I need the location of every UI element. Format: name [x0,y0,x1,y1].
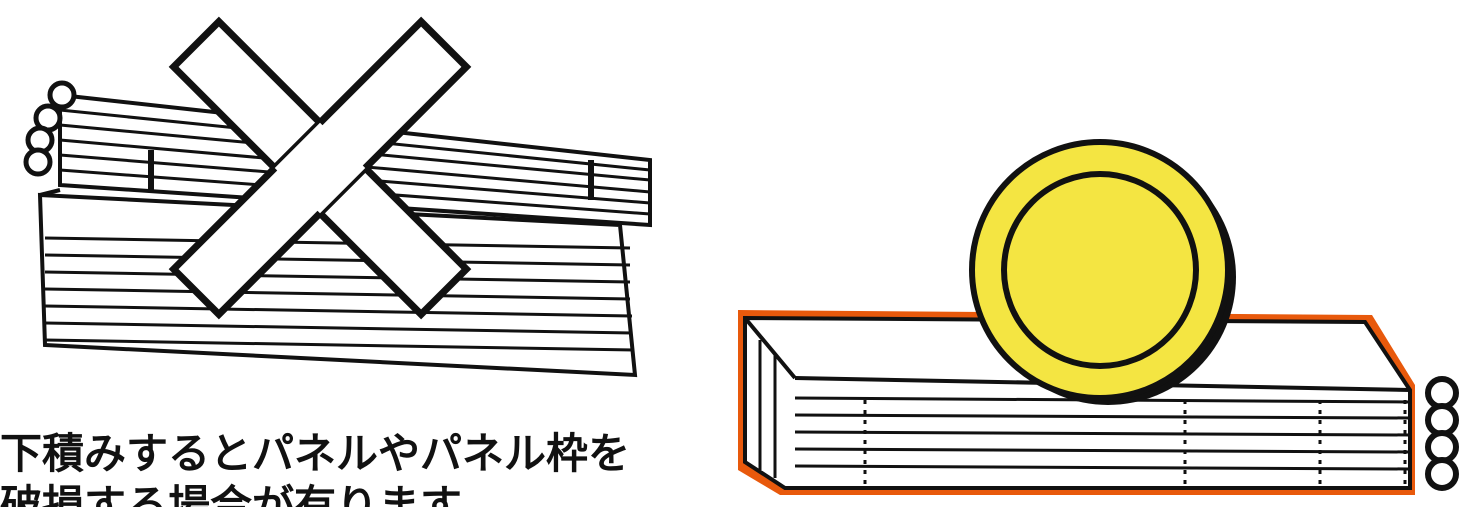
bottom-panel-stack [37,188,638,378]
aligned-clamp-ends [1425,376,1459,491]
crosswise-stack-drawing [23,16,652,378]
correct-circle-mark [969,139,1236,405]
aligned-stack-drawing [738,139,1459,495]
caption-line-2: 破損する場合が有ります。 [0,481,500,507]
correct-stacking-illustration [700,0,1475,507]
panel-clamp-ends [23,80,77,177]
wrong-x-mark [168,16,472,320]
incorrect-stacking-illustration: 下積みするとパネルやパネル枠を 破損する場合が有ります。 [0,0,700,507]
caption-line-1: 下積みするとパネルやパネル枠を [0,429,631,478]
warning-caption: 下積みするとパネルやパネル枠を 破損する場合が有ります。 [0,428,700,507]
